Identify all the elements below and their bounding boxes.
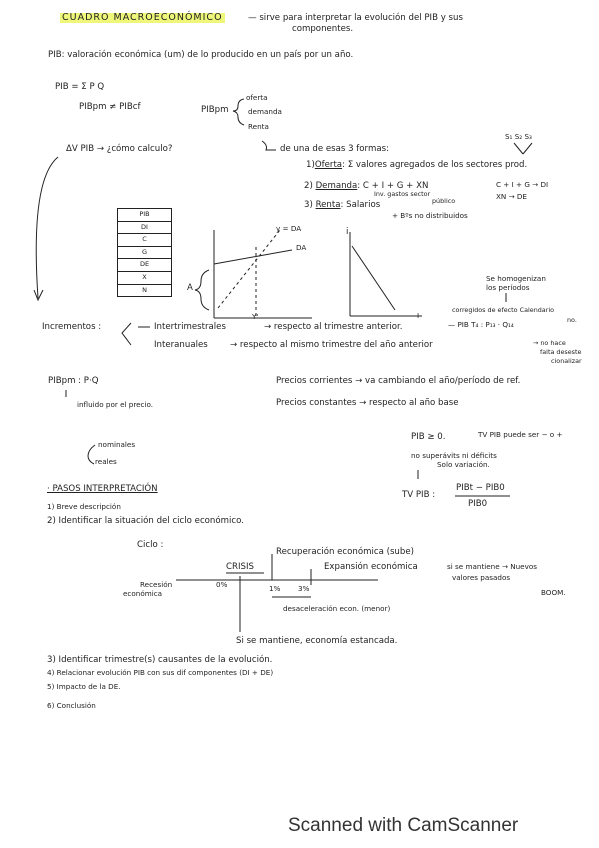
inter-anual-desc: → respecto al mismo trimestre del año an…: [230, 340, 433, 350]
pm-demanda: demanda: [248, 107, 282, 116]
graph1-45-line: [217, 229, 281, 309]
pib-pm-label: PIBpm: [201, 105, 229, 115]
step-4: 4) Relacionar evolución PIB con sus dif …: [47, 668, 274, 677]
di-formula: C + I + G → DI: [496, 180, 549, 189]
inter-trim-desc: → respecto al trimestre anterior.: [264, 322, 403, 332]
delta-pib-question: ΔV PIB → ¿cómo calculo?: [66, 144, 173, 154]
precios-corrientes: Precios corrientes → va cambiando el año…: [276, 376, 521, 386]
cycle-boom: BOOM.: [541, 588, 566, 597]
cycle-markers: [271, 554, 312, 585]
table-row: G: [118, 247, 171, 260]
increments-brace: [121, 322, 132, 346]
cycle-recuperacion: Recuperación económica (sube): [276, 547, 414, 557]
page-title: CUADRO MACROECONÓMICO: [60, 12, 225, 23]
form-2: 2) Demanda: C + I + G + XN: [304, 181, 429, 191]
delta-answer: de una de esas 3 formas:: [280, 144, 389, 154]
cycle-crisis: CRISIS: [226, 562, 254, 572]
pib-ge-zero: PIB ≥ 0.: [411, 432, 446, 442]
reales-label: reales: [95, 457, 117, 466]
no-hace-note-2: falta deseste: [540, 348, 582, 356]
form-3: 3) Renta: Salarios: [304, 200, 381, 210]
pib-sum-formula: PIB = Σ P Q: [55, 82, 105, 92]
table-row: PIB: [118, 209, 171, 222]
cycle-recesion: Recesión: [140, 580, 173, 589]
sector-arrow: [513, 142, 524, 155]
influido-note: influido por el precio.: [77, 400, 154, 409]
form-1: 1)Oferta: Σ valores agregados de los sec…: [306, 160, 528, 170]
ciclo-label: Ciclo :: [137, 540, 164, 550]
tv-numerator: PIBt − PIB0: [456, 483, 505, 493]
tv-pib-sign: TV PIB puede ser − o +: [478, 430, 563, 439]
no-hace-note: → no hace: [533, 339, 566, 347]
pm-renta: Renta: [248, 122, 269, 131]
cycle-three-pct: 3%: [298, 584, 310, 593]
pib-pm-pcf: PIBpm ≠ PIBcf: [79, 102, 141, 112]
tv-denominator: PIB0: [468, 499, 488, 509]
no-hace-note-3: cionalizar: [551, 357, 582, 365]
cycle-valores: valores pasados: [452, 573, 511, 582]
title-description-cont: componentes.: [292, 24, 354, 34]
macro-table: PIB DI C G DE X N: [117, 208, 172, 298]
cycle-desaceleracion: desaceleración econ. (menor): [283, 604, 391, 613]
pm-brace: [232, 98, 245, 126]
de-formula: XN → DE: [496, 192, 527, 201]
title-description: — sirve para interpretar la evolución de…: [248, 13, 463, 23]
pib-definition: PIB: valoración económica (um) de lo pro…: [48, 50, 354, 60]
calendar-note: corregidos de efecto Calendario: [452, 306, 555, 314]
pm-oferta: oferta: [246, 93, 268, 102]
step-3: 3) Identificar trimestre(s) causantes de…: [47, 655, 273, 665]
no-superavits-note: no superávits ni déficits: [411, 451, 497, 460]
left-arrow-head: [33, 289, 44, 302]
increments-label: Incrementos :: [42, 322, 102, 332]
sectors-label: S₁ S₂ S₃: [505, 132, 532, 141]
graph-y-prime-label: Y': [252, 312, 259, 321]
cycle-expansion: Expansión económica: [324, 562, 418, 572]
inter-trim-label: Intertrimestrales: [154, 322, 226, 332]
cycle-one-pct: 1%: [269, 584, 281, 593]
pib-t4-formula: — PIB T₄ : P₁₃ · Q₁₄: [448, 320, 514, 329]
scanner-watermark: Scanned with CamScanner: [288, 815, 519, 836]
nominal-brace: [87, 444, 96, 465]
calendar-note-no: no.: [567, 316, 577, 324]
nominales-label: nominales: [98, 440, 136, 449]
step-6: 6) Conclusión: [47, 701, 96, 710]
cycle-recesion-2: económica: [123, 589, 163, 598]
left-arrow: [35, 156, 59, 299]
form-2-sub2: público: [432, 197, 456, 205]
inter-anual-label: Interanuales: [154, 340, 208, 350]
step-1: 1) Breve descripción: [47, 502, 121, 511]
pibpm-pq: PIBpm : P·Q: [48, 376, 99, 386]
form-3-sub: + Bºs no distribuidos: [392, 211, 468, 220]
graph1-da-line: [213, 249, 293, 265]
table-row: DE: [118, 259, 171, 272]
precios-constantes: Precios constantes → respecto al año bas…: [276, 398, 459, 408]
a-brace: [194, 269, 210, 311]
steps-title: · PASOS INTERPRETACIÓN: [47, 484, 158, 494]
table-row: C: [118, 234, 171, 247]
graph-y-da-label: y = DA: [276, 224, 302, 233]
graph-i-label: i: [346, 227, 349, 237]
question-arrow: [261, 140, 276, 151]
sector-arrow: [522, 142, 533, 155]
cycle-estancada: Si se mantiene, economía estancada.: [236, 636, 398, 646]
periods-note: los períodos: [486, 283, 530, 292]
table-row: DI: [118, 222, 171, 235]
table-row: N: [142, 285, 147, 294]
step-2: 2) Identificar la situación del ciclo ec…: [47, 516, 244, 526]
graph-a-label: A: [187, 283, 193, 293]
solo-variacion-note: Solo variación.: [437, 460, 490, 469]
tv-pib-formula-label: TV PIB :: [402, 490, 436, 500]
table-row: X: [118, 272, 171, 285]
homogenize-note: Se homogenizan: [486, 274, 546, 283]
cycle-zero-pct: 0%: [216, 580, 228, 589]
form-2-sub: Inv. gastos sector: [374, 190, 431, 198]
graph-da-label: DA: [296, 243, 307, 252]
cycle-si-mantiene: si se mantiene → Nuevos: [447, 562, 537, 571]
step-5: 5) Impacto de la DE.: [47, 682, 121, 691]
graph2-i-curve: [351, 245, 396, 311]
